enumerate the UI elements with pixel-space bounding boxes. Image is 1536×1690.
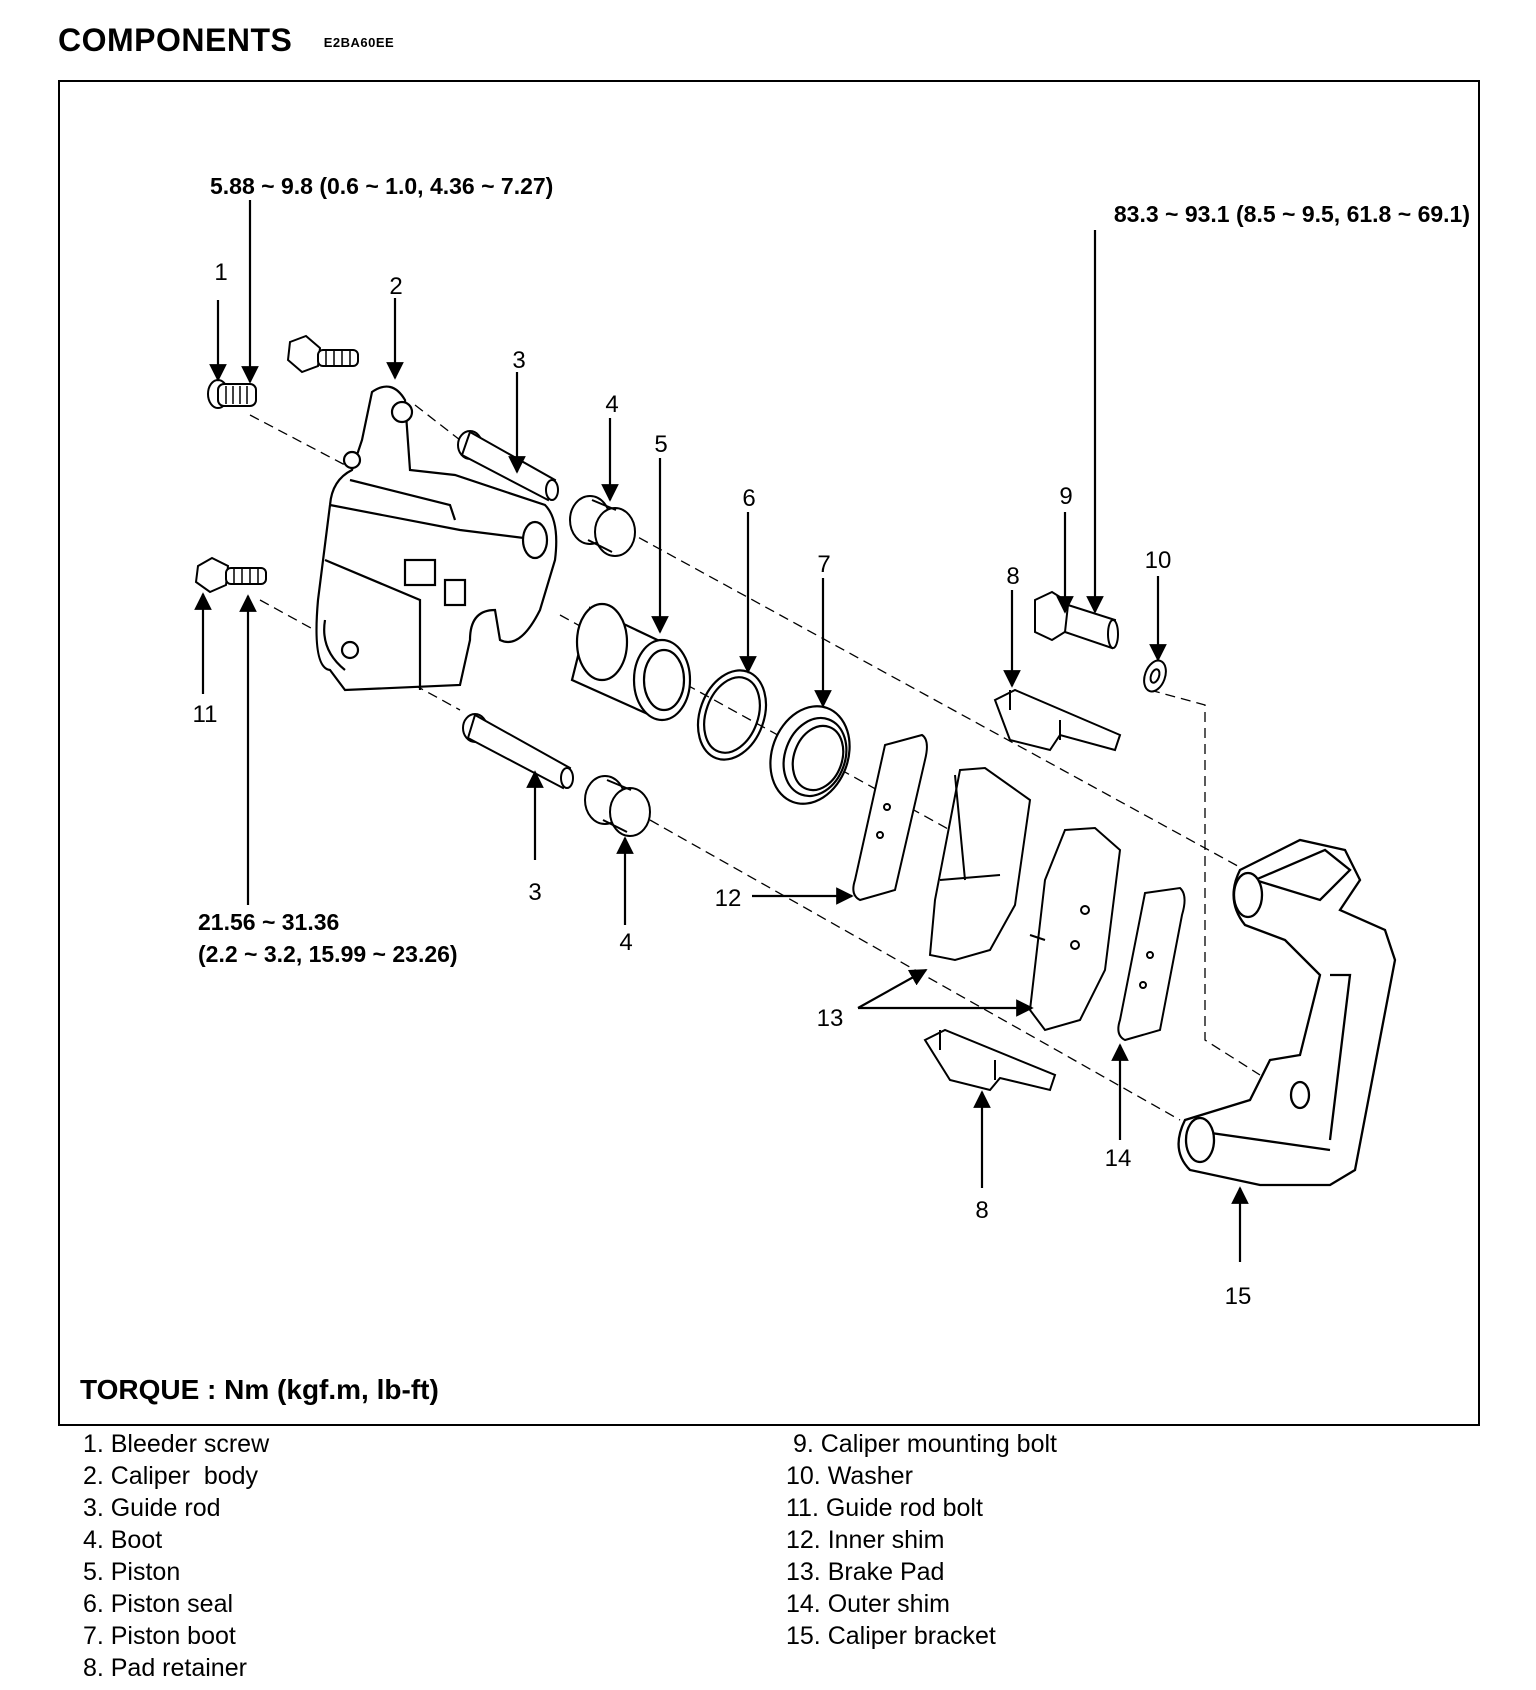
torque-spec-guide-line2: (2.2 ~ 3.2, 15.99 ~ 23.26) [198,941,458,967]
caliper-body [315,385,558,692]
diagram-frame [58,80,1480,1426]
callout-9: 9 [1059,483,1072,510]
parts-list-item: 5. Piston [76,1558,181,1586]
callout-leaders [194,200,1249,1262]
callout-15: 15 [1225,1283,1252,1310]
parts-list-item: 10. Washer [786,1462,913,1490]
callout-3-upper: 3 [512,347,525,374]
callout-1: 1 [214,259,227,286]
callout-12: 12 [715,885,742,912]
caliper-bracket [1177,838,1397,1187]
piston [570,602,692,722]
parts-list-item: 3. Guide rod [76,1494,221,1522]
parts-list-item: 12. Inner shim [786,1526,945,1554]
parts-list-right: 9. Caliper mounting bolt 10. Washer 11. … [786,1428,1057,1652]
callout-8-upper: 8 [1006,563,1019,590]
torque-spec-guide-line1: 21.56 ~ 31.36 [198,909,339,935]
callout-13: 13 [817,1005,844,1032]
lower-pad-retainer [923,1028,1057,1092]
callout-4-upper: 4 [605,391,618,418]
lower-guide-rod-bolt [194,556,267,594]
inner-brake-pad [928,766,1032,962]
parts-list-item: 1. Bleeder screw [76,1430,270,1458]
upper-guide-rod-bolt [286,334,359,374]
page-heading: COMPONENTS E2BA60EE [58,22,394,59]
callout-11: 11 [193,701,218,728]
torque-spec-mounting: 83.3 ~ 93.1 (8.5 ~ 9.5, 61.8 ~ 69.1) [1114,201,1470,227]
heading-title: COMPONENTS [58,22,293,58]
parts-list-item: 7. Piston boot [76,1622,236,1650]
caliper-mounting-bolt [1034,590,1119,650]
callout-5: 5 [654,431,667,458]
parts-list-item: 14. Outer shim [786,1590,950,1618]
callout-10: 10 [1145,547,1172,574]
parts-list-item: 13. Brake Pad [786,1558,945,1586]
heading-code: E2BA60EE [323,35,395,51]
callout-3-lower: 3 [528,879,541,906]
lower-guide-rod [462,713,574,790]
upper-boot [569,495,636,557]
piston-boot [769,705,851,805]
parts-list-item: 6. Piston seal [76,1590,234,1618]
parts-list-item: 11. Guide rod bolt [786,1494,983,1522]
bleeder-screw [207,379,257,409]
parts-list-left: 1. Bleeder screw 2. Caliper body 3. Guid… [76,1428,269,1684]
callout-4-lower: 4 [619,929,632,956]
piston-seal [696,669,768,761]
callout-7: 7 [817,551,830,578]
outer-brake-pad [1028,826,1122,1032]
callout-8-lower: 8 [975,1197,988,1224]
callout-2: 2 [389,273,402,300]
torque-spec-bleeder: 5.88 ~ 9.8 (0.6 ~ 1.0, 4.36 ~ 7.27) [210,173,553,199]
parts-list-item: 9. Caliper mounting bolt [786,1430,1057,1458]
inner-shim [852,733,928,902]
parts-list-item: 15. Caliper bracket [786,1622,996,1650]
parts-list-item: 4. Boot [76,1526,163,1554]
parts-list-item: 2. Caliper body [76,1462,259,1490]
washer [1143,659,1167,693]
outer-shim [1117,886,1186,1042]
upper-pad-retainer [993,688,1122,752]
callout-14: 14 [1105,1145,1132,1172]
lower-boot [584,775,651,837]
parts-list-item: 8. Pad retainer [76,1654,247,1682]
torque-unit-note: TORQUE : Nm (kgf.m, lb-ft) [80,1374,439,1405]
callout-6: 6 [742,485,755,512]
